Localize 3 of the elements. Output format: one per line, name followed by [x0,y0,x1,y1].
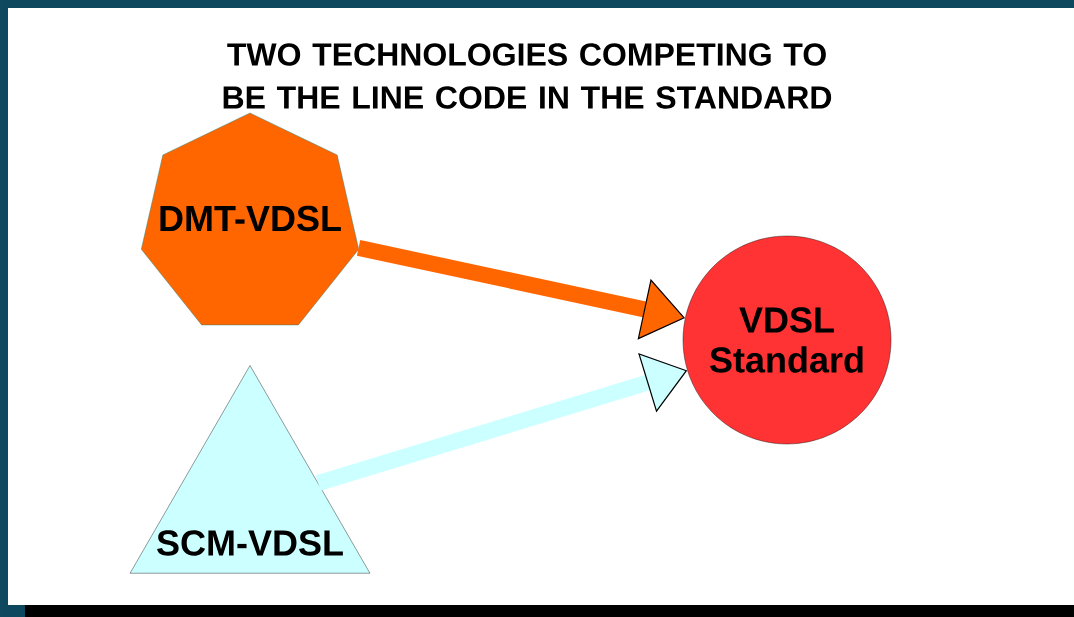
title: TWO TECHNOLOGIES COMPETING TO BE THE LINE CODE IN THE STANDARD [223,43,832,109]
heptagon: DMT-VDSL [141,112,359,326]
triangle: SCM-VDSL [129,365,371,574]
